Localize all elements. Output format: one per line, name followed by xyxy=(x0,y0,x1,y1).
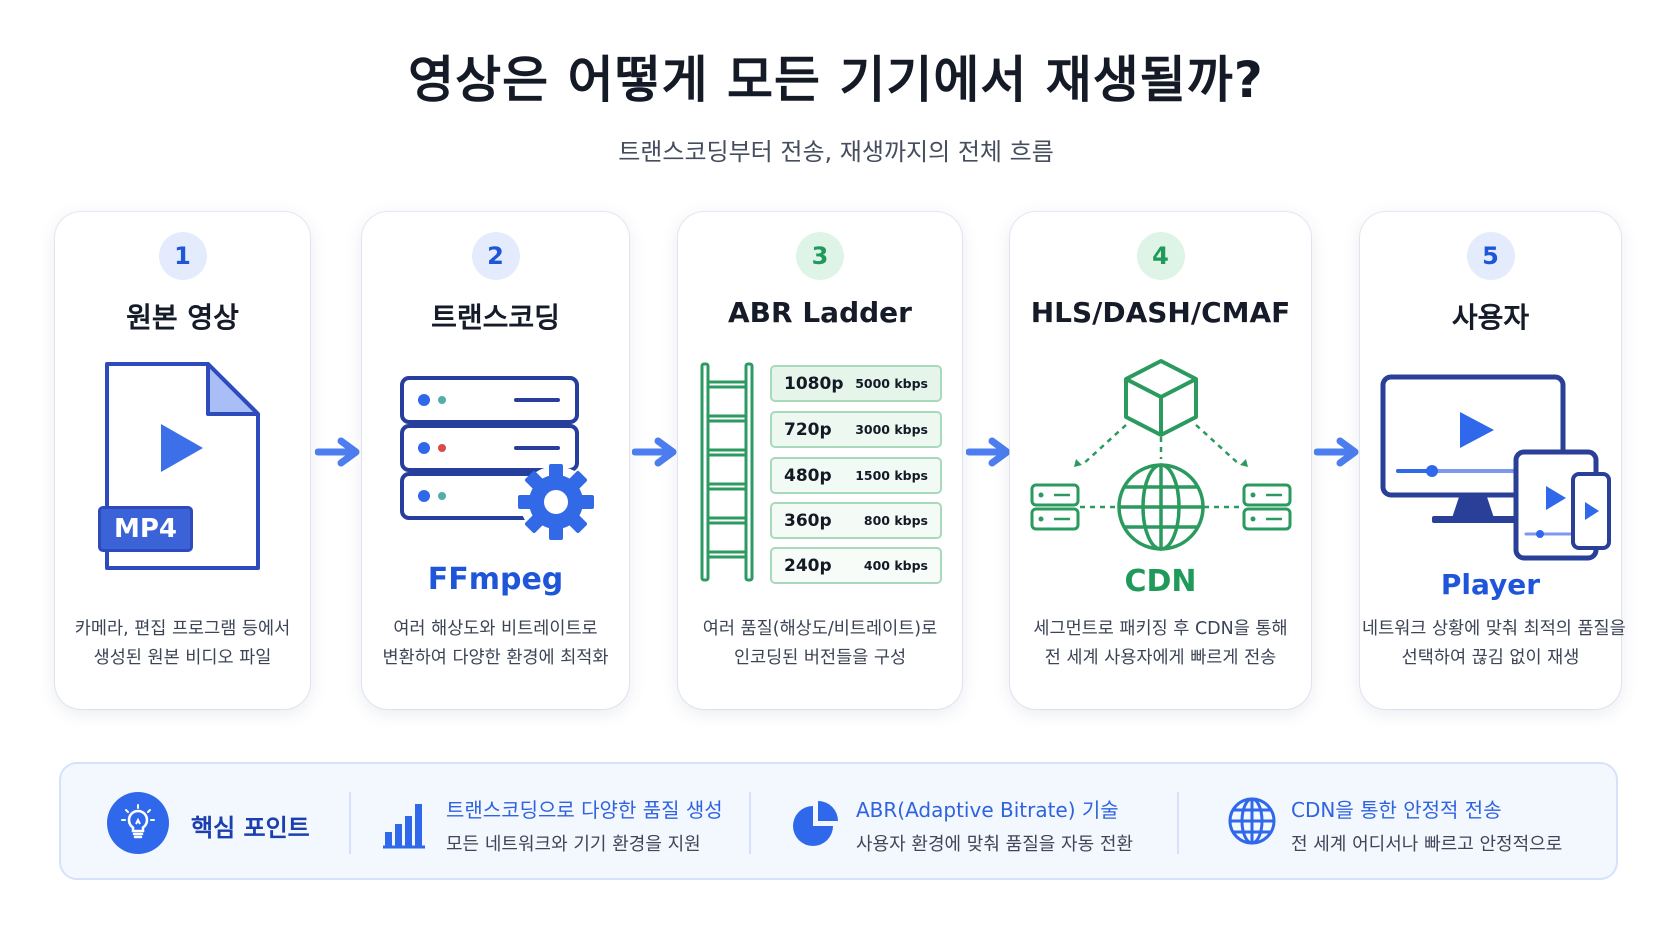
step-number: 4 xyxy=(1136,232,1185,280)
step-title: ABR Ladder xyxy=(728,296,912,329)
step-number: 1 xyxy=(158,232,207,280)
page-title: 영상은 어떻게 모든 기기에서 재생될까? xyxy=(408,51,1264,109)
step-title: HLS/DASH/CMAF xyxy=(1030,296,1291,329)
key-point-sub: 전 세계 어디서나 빠르고 안정적으로 xyxy=(1291,834,1563,855)
arrow-right-icon xyxy=(315,437,360,467)
multi-device-icon xyxy=(1380,374,1611,561)
step-card-packaging: 4 HLS/DASH/CMAF CDN 세그먼트로 패키징 후 CDN을 통해 … xyxy=(1010,212,1311,709)
arrow-right-icon xyxy=(632,437,677,467)
step-number: 3 xyxy=(796,232,844,280)
step-title: 원본 영상 xyxy=(126,301,239,334)
divider xyxy=(1177,792,1179,854)
arrow-right-icon xyxy=(1314,437,1359,467)
step-description: 여러 해상도와 비트레이트로 변환하여 다양한 환경에 최적화 xyxy=(382,619,609,668)
key-point-title: ABR(Adaptive Bitrate) 기술 xyxy=(856,798,1119,822)
key-point-sub: 사용자 환경에 맞춰 품질을 자동 전환 xyxy=(856,834,1134,855)
cdn-network-icon xyxy=(1030,359,1292,551)
bar-chart-icon xyxy=(383,804,425,849)
divider xyxy=(349,792,351,854)
divider xyxy=(749,792,751,854)
key-point-title: CDN을 통한 안정적 전송 xyxy=(1291,798,1502,822)
key-point-transcoding: 트랜스코딩으로 다양한 품질 생성 모든 네트워크와 기기 환경을 지원 xyxy=(381,764,761,878)
key-point-cdn: CDN을 통한 안정적 전송 전 세계 어디서나 빠르고 안정적으로 xyxy=(1226,764,1606,878)
step-title: 사용자 xyxy=(1451,301,1530,334)
arrow-right-icon xyxy=(966,437,1011,467)
step-number: 2 xyxy=(471,232,520,280)
key-points-label: 핵심 포인트 xyxy=(191,814,310,842)
ffmpeg-label: FFmpeg xyxy=(427,562,564,597)
step-title: 트랜스코딩 xyxy=(431,301,560,334)
step-card-user: 5 사용자 Player 네트워크 상황에 맞춰 최적의 품질을 선택하여 끊김… xyxy=(1360,212,1626,709)
step-card-original: 1 원본 영상 MP4 카메라, 편집 프로그램 등에서 생성된 원본 비디오 … xyxy=(55,212,310,709)
cdn-label: CDN xyxy=(1124,564,1197,599)
lightbulb-icon xyxy=(107,792,169,854)
page-subtitle: 트랜스코딩부터 전송, 재생까지의 전체 흐름 xyxy=(618,138,1054,166)
ladder-icon xyxy=(700,362,754,582)
mp4-label: MP4 xyxy=(113,514,178,544)
server-gear-icon xyxy=(400,376,594,540)
key-point-sub: 모든 네트워크와 기기 환경을 지원 xyxy=(446,834,701,855)
pie-chart-icon xyxy=(793,801,838,846)
step-description: 네트워크 상황에 맞춰 최적의 품질을 선택하여 끊김 없이 재생 xyxy=(1362,619,1626,668)
step-description: 카메라, 편집 프로그램 등에서 생성된 원본 비디오 파일 xyxy=(74,619,291,668)
step-card-transcoding: 2 트랜스코딩 FFmpeg 여러 해상도와 비트레이트로 xyxy=(362,212,629,709)
key-point-title: 트랜스코딩으로 다양한 품질 생성 xyxy=(446,798,723,822)
mp4-badge: MP4 xyxy=(98,506,193,552)
key-points-panel: 핵심 포인트 트랜스코딩으로 다양한 품질 생성 모든 네트워크와 기기 환경을… xyxy=(59,762,1618,880)
step-description: 여러 품질(해상도/비트레이트)로 인코딩된 버전들을 구성 xyxy=(702,619,938,668)
player-label: Player xyxy=(1440,568,1541,601)
globe-icon xyxy=(1228,797,1276,845)
step-description: 세그먼트로 패키징 후 CDN을 통해 전 세계 사용자에게 빠르게 전송 xyxy=(1033,619,1288,668)
step-number: 5 xyxy=(1466,232,1515,280)
key-point-abr: ABR(Adaptive Bitrate) 기술 사용자 환경에 맞춰 품질을 … xyxy=(791,764,1171,878)
